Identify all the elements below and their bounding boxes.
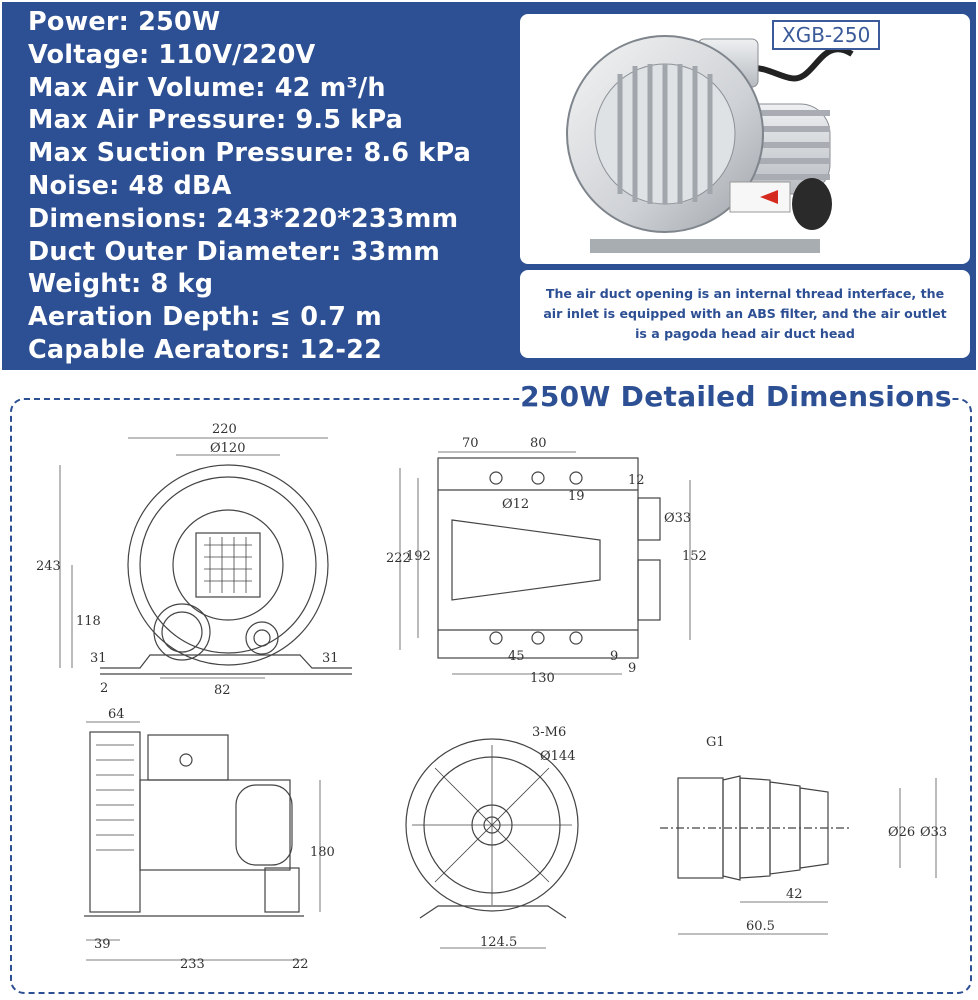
spec-air-pressure: Max Air Pressure: 9.5 kPa (28, 105, 404, 136)
spec-list: Power: 250W Voltage: 110V/220V Max Air V… (28, 6, 471, 367)
dim-duct-thread: G1 (706, 735, 725, 750)
dim-duct-l1: 42 (786, 887, 803, 902)
dim-front-diameter: Ø120 (210, 441, 245, 456)
model-label: XGB-250 (772, 20, 881, 50)
dim-side-right: 22 (292, 957, 309, 972)
dimensions-frame (10, 398, 972, 994)
dim-top-h3: 152 (682, 549, 707, 564)
dim-front-foot-left: 31 (90, 651, 107, 666)
spec-voltage: Voltage: 110V/220V (28, 39, 316, 70)
front-view-drawing (100, 464, 352, 675)
spec-air-volume: Max Air Volume: 42 m³/h (28, 72, 386, 103)
spec-capable-aerators: Capable Aerators: 12-22 (28, 334, 383, 365)
duct-drawing (660, 775, 850, 881)
spec-weight: Weight: 8 kg (28, 269, 214, 300)
dim-back-diameter: Ø144 (540, 749, 575, 764)
back-view-drawing (405, 738, 579, 919)
dim-top-h1: 222 (386, 551, 411, 566)
dim-duct-inner: Ø26 (888, 825, 915, 840)
product-caption: The air duct opening is an internal thre… (520, 270, 970, 358)
spec-suction-pressure: Max Suction Pressure: 8.6 kPa (28, 138, 472, 169)
section-heading: 250W Detailed Dimensions (520, 374, 952, 418)
dim-side-left: 39 (94, 937, 111, 952)
blower-illustration (566, 35, 854, 253)
side-view-drawing (84, 731, 304, 917)
dim-side-height: 180 (310, 845, 335, 860)
dim-top-b: 80 (530, 436, 547, 451)
dim-top-duct: Ø33 (664, 511, 691, 526)
spec-aeration-depth: Aeration Depth: ≤ 0.7 m (28, 302, 382, 333)
spec-noise: Noise: 48 dBA (28, 170, 232, 201)
dim-top-hole: Ø12 (502, 497, 529, 512)
spec-duct-diameter: Duct Outer Diameter: 33mm (28, 236, 441, 267)
dim-top-d: 12 (628, 473, 645, 488)
dim-side-top: 64 (108, 707, 125, 722)
dim-top-h2: 192 (406, 549, 431, 564)
dim-top-len: 130 (530, 671, 555, 686)
dim-duct-outer: Ø33 (920, 825, 947, 840)
dim-front-height: 243 (36, 559, 61, 574)
dim-side-len: 233 (180, 957, 205, 972)
spec-dimensions: Dimensions: 243*220*233mm (28, 203, 459, 234)
dim-top-e: 45 (508, 649, 525, 664)
dim-front-spacing: 82 (214, 683, 231, 698)
dim-back-base: 124.5 (480, 935, 517, 950)
dim-top-f: 9 (610, 649, 618, 664)
dim-front-foot-right: 31 (322, 651, 339, 666)
dim-front-mid: 118 (76, 614, 101, 629)
dim-duct-l2: 60.5 (746, 919, 775, 934)
dim-back-screws: 3-M6 (532, 725, 566, 740)
spec-power: Power: 250W (28, 7, 221, 37)
dim-top-g: 9 (628, 661, 636, 676)
dim-front-width: 220 (212, 422, 237, 437)
dim-top-a: 70 (462, 436, 479, 451)
dim-top-c: 19 (568, 489, 585, 504)
dim-front-base: 2 (100, 681, 108, 696)
top-view-drawing (437, 457, 661, 659)
product-photo: XGB-250 (520, 14, 970, 264)
